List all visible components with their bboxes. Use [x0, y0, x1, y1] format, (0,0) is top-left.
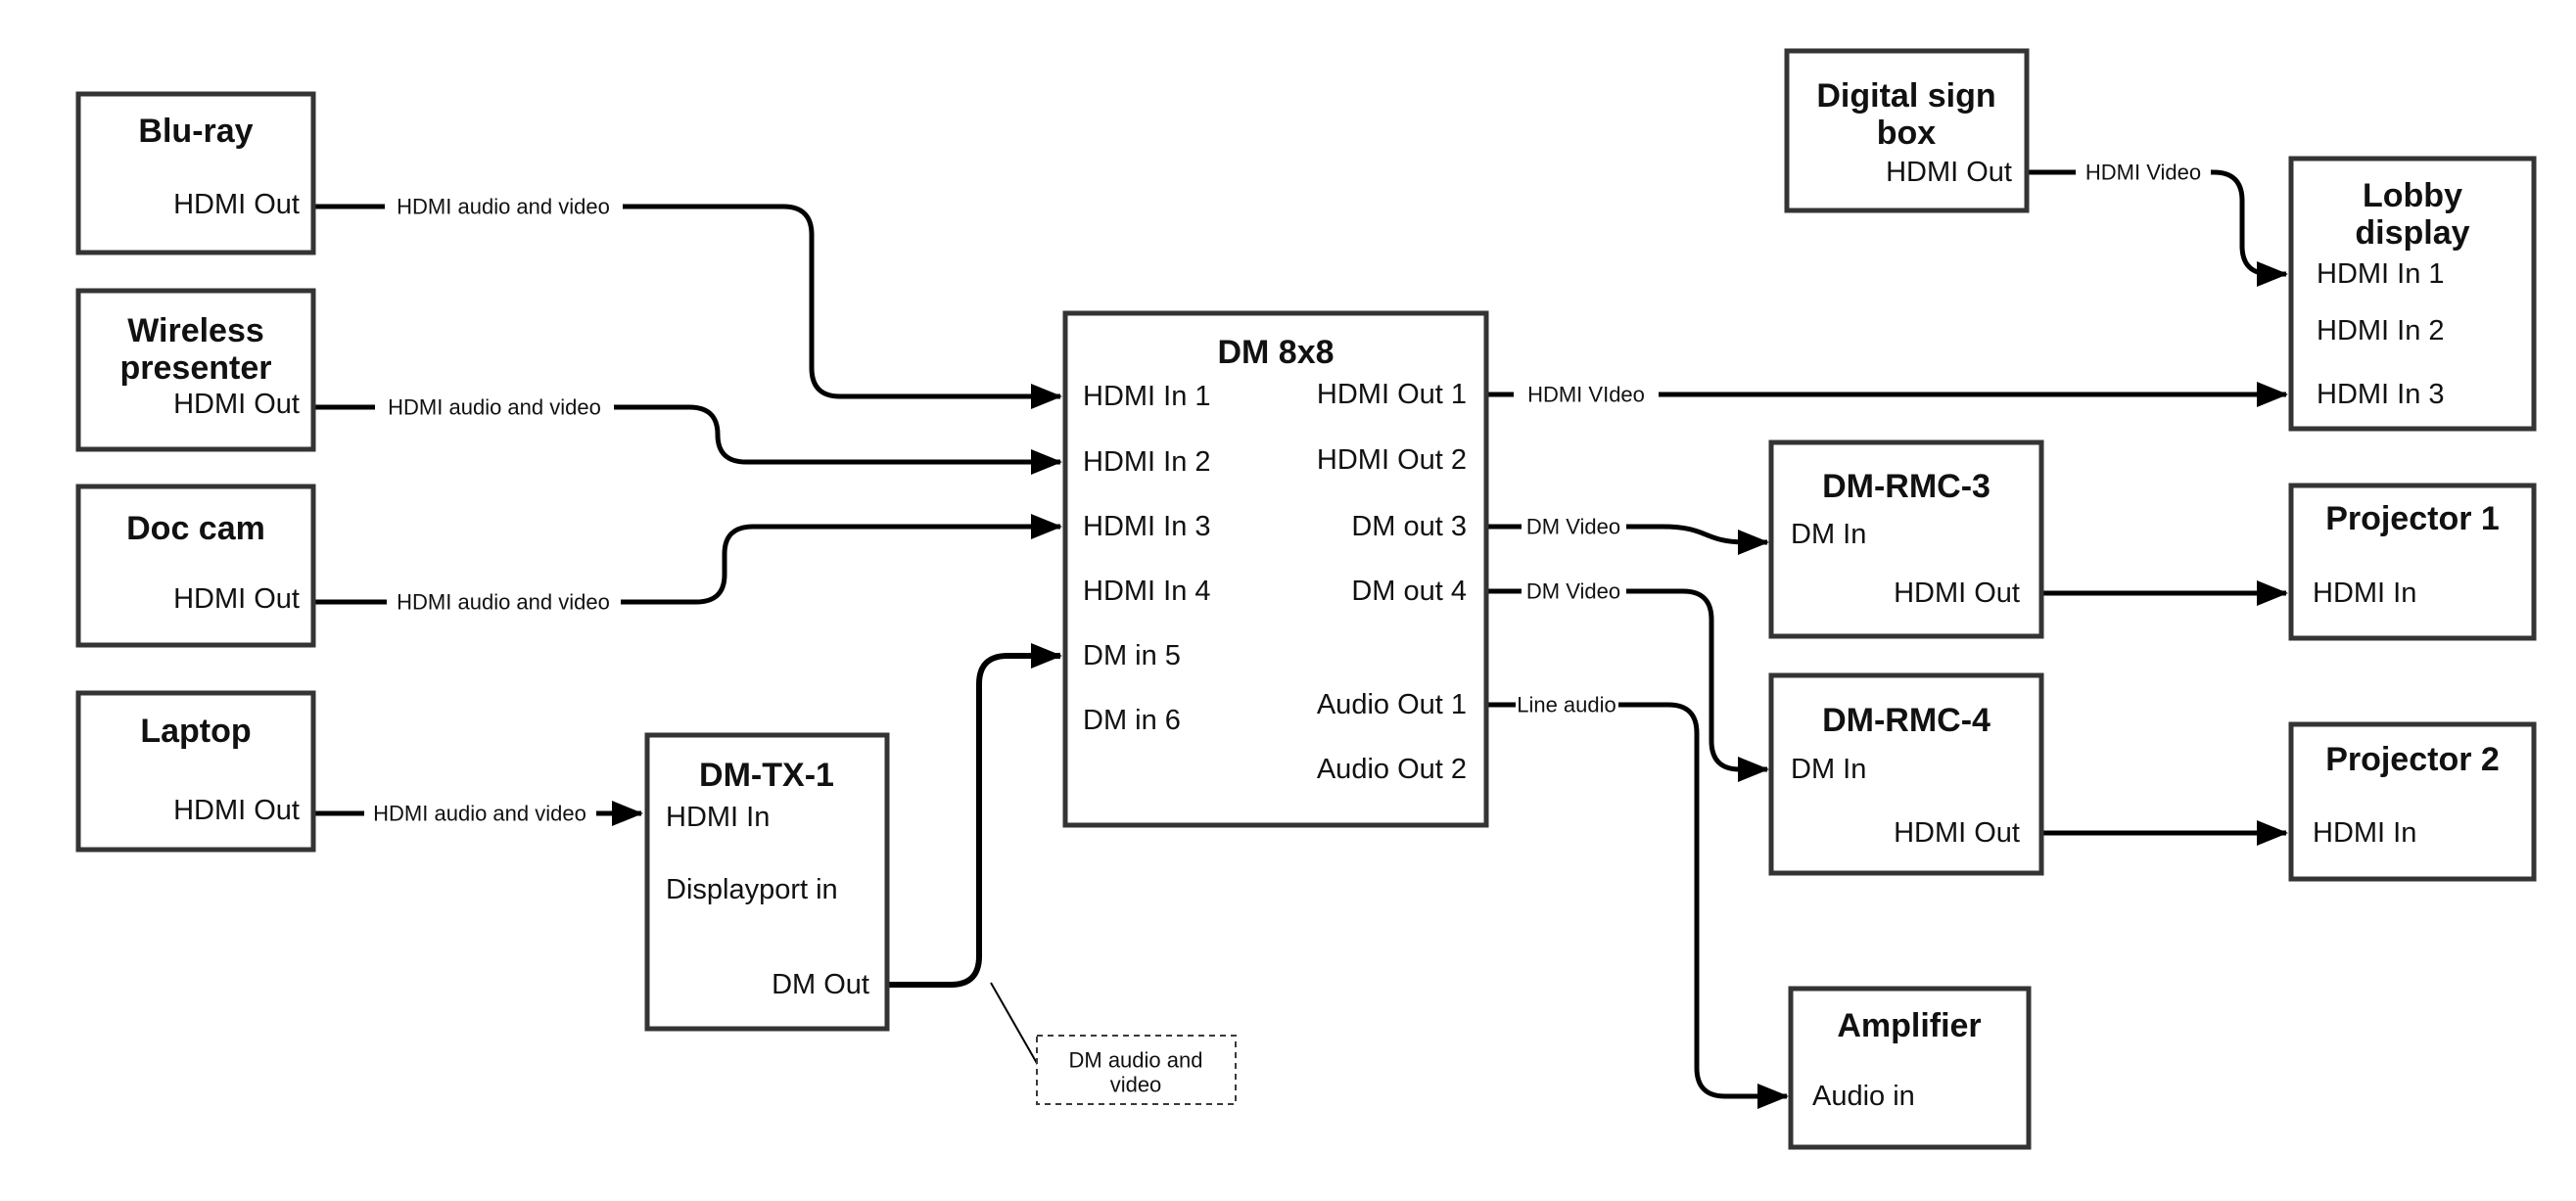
node-wireless-presenter: Wireless presenter HDMI Out: [75, 288, 316, 452]
amplifier-box: [1788, 986, 2032, 1150]
dm8x8-port-hdmi-out-2: HDMI Out 2: [1317, 444, 1467, 476]
node-amplifier: Amplifier Audio in: [1788, 986, 2032, 1150]
dmtx1-port-dm-out: DM Out: [772, 969, 869, 1000]
node-bluray: Blu-ray HDMI Out: [75, 91, 316, 255]
edge-audioout1-to-amplifier-arrow: [1618, 702, 1789, 1109]
laptop-port-hdmi-out: HDMI Out: [173, 795, 300, 826]
laptop-box: [75, 690, 316, 853]
dm8x8-port-dm-in-6: DM in 6: [1083, 705, 1181, 736]
proj2-box: [2288, 721, 2537, 882]
dmtx1-port-hdmi-in: HDMI In: [666, 802, 770, 833]
bluray-title: Blu-ray: [138, 113, 253, 150]
edge-doccam-to-dm8x8-arrow: [621, 514, 1062, 605]
dm8x8-port-dm-out-3: DM out 3: [1351, 511, 1467, 542]
edge-bluray-to-dm8x8-arrow: [623, 204, 1062, 409]
lobby-port-hdmi-in-3: HDMI In 3: [2317, 379, 2445, 410]
node-dm-tx-1: DM-TX-1 HDMI In Displayport in DM Out: [644, 732, 890, 1032]
bluray-port-hdmi-out: HDMI Out: [173, 189, 300, 220]
dm8x8-box: [1062, 310, 1489, 828]
edge-labels: HDMI audio and video HDMI audio and vide…: [373, 161, 2201, 826]
proj2-title: Projector 2: [2325, 741, 2500, 778]
edge-dmtx1-to-dm8x8-arrow: [887, 643, 1062, 988]
lobby-title-line2: display: [2355, 214, 2469, 252]
edges: [313, 169, 2288, 1109]
proj1-port-hdmi-in: HDMI In: [2313, 577, 2416, 609]
edge-dmout4-to-rmc4-arrow: [1626, 588, 1769, 782]
doccam-box: [75, 484, 316, 648]
dm8x8-port-dm-out-4: DM out 4: [1351, 576, 1467, 607]
proj1-box: [2288, 483, 2537, 641]
doccam-title: Doc cam: [126, 510, 265, 547]
laptop-title: Laptop: [140, 713, 251, 750]
note-box: [1036, 1035, 1237, 1105]
node-dm-rmc-3: DM-RMC-3 DM In HDMI Out: [1768, 439, 2044, 639]
node-lobby-display: Lobby display HDMI In 1 HDMI In 2 HDMI I…: [2288, 156, 2537, 432]
dmtx1-port-displayport-in: Displayport in: [666, 874, 838, 905]
edge-label-line-audio: Line audio: [1517, 693, 1616, 717]
wireless-port-hdmi-out: HDMI Out: [173, 389, 300, 420]
dm8x8-port-hdmi-in-2: HDMI In 2: [1083, 446, 1211, 478]
edge-wireless-to-dm8x8-arrow: [614, 404, 1062, 475]
lobby-port-hdmi-in-2: HDMI In 2: [2317, 315, 2445, 346]
digitalsign-title-line2: box: [1877, 115, 1937, 152]
dm8x8-port-dm-in-5: DM in 5: [1083, 640, 1181, 671]
edge-label-bluray: HDMI audio and video: [397, 195, 610, 219]
note-text-line2: video: [1110, 1073, 1162, 1097]
proj1-title: Projector 1: [2325, 500, 2500, 537]
edge-label-dm-video-out3: DM Video: [1526, 515, 1620, 539]
wireless-title-line2: presenter: [120, 349, 272, 387]
edge-label-laptop: HDMI audio and video: [373, 802, 586, 826]
digitalsign-box: [1784, 48, 2030, 213]
digitalsign-port-hdmi-out: HDMI Out: [1886, 157, 2012, 188]
rmc4-port-hdmi-out: HDMI Out: [1894, 817, 2020, 849]
node-dm-8x8: DM 8x8 HDMI In 1 HDMI In 2 HDMI In 3 HDM…: [1062, 310, 1489, 828]
edge-label-doccam: HDMI audio and video: [397, 590, 610, 615]
doccam-port-hdmi-out: HDMI Out: [173, 583, 300, 615]
node-laptop: Laptop HDMI Out: [75, 690, 316, 853]
rmc4-title: DM-RMC-4: [1822, 702, 1991, 739]
edge-label-wireless: HDMI audio and video: [388, 395, 601, 420]
rmc3-title: DM-RMC-3: [1822, 468, 1991, 505]
note-dm-audio-and-video: DM audio and video: [1036, 1035, 1237, 1105]
edge-label-hdmi-video-digitalsign: HDMI Video: [2085, 161, 2201, 185]
dm8x8-port-hdmi-out-1: HDMI Out 1: [1317, 379, 1467, 410]
note-callout-line: [990, 982, 1039, 1066]
node-doc-cam: Doc cam HDMI Out: [75, 484, 316, 648]
digitalsign-title-line1: Digital sign: [1816, 77, 1995, 115]
amplifier-port-audio-in: Audio in: [1812, 1081, 1915, 1112]
dm8x8-port-audio-out-1: Audio Out 1: [1317, 689, 1467, 720]
rmc4-port-dm-in: DM In: [1791, 754, 1866, 785]
edge-label-dm-video-out4: DM Video: [1526, 579, 1620, 604]
node-projector-1: Projector 1 HDMI In: [2288, 483, 2537, 641]
node-digital-sign-box: Digital sign box HDMI Out: [1784, 48, 2030, 213]
lobby-box: [2288, 156, 2537, 432]
rmc3-port-hdmi-out: HDMI Out: [1894, 577, 2020, 609]
rmc3-port-dm-in: DM In: [1791, 519, 1866, 550]
node-dm-rmc-4: DM-RMC-4 DM In HDMI Out: [1768, 672, 2044, 876]
proj2-port-hdmi-in: HDMI In: [2313, 817, 2416, 849]
wireless-title-line1: Wireless: [127, 312, 264, 349]
edge-dmout3-to-rmc3-arrow: [1626, 524, 1769, 555]
dm8x8-port-hdmi-in-1: HDMI In 1: [1083, 381, 1211, 412]
rmc3-box: [1768, 439, 2044, 639]
dmtx1-title: DM-TX-1: [699, 757, 834, 794]
note-text-line1: DM audio and: [1069, 1048, 1203, 1073]
dm8x8-port-hdmi-in-3: HDMI In 3: [1083, 511, 1211, 542]
node-projector-2: Projector 2 HDMI In: [2288, 721, 2537, 882]
edge-label-hdmi-video-out1: HDMI VIdeo: [1527, 383, 1645, 407]
bluray-box: [75, 91, 316, 255]
rmc4-box: [1768, 672, 2044, 876]
edge-digitalsign-to-lobby-arrow: [2211, 169, 2288, 287]
amplifier-title: Amplifier: [1837, 1007, 1981, 1044]
lobby-title-line1: Lobby: [2363, 177, 2462, 214]
dm8x8-title: DM 8x8: [1217, 334, 1334, 371]
dm8x8-port-hdmi-in-4: HDMI In 4: [1083, 576, 1211, 607]
dm8x8-port-audio-out-2: Audio Out 2: [1317, 754, 1467, 785]
wireless-box: [75, 288, 316, 452]
lobby-port-hdmi-in-1: HDMI In 1: [2317, 258, 2445, 290]
dmtx1-box: [644, 732, 890, 1032]
